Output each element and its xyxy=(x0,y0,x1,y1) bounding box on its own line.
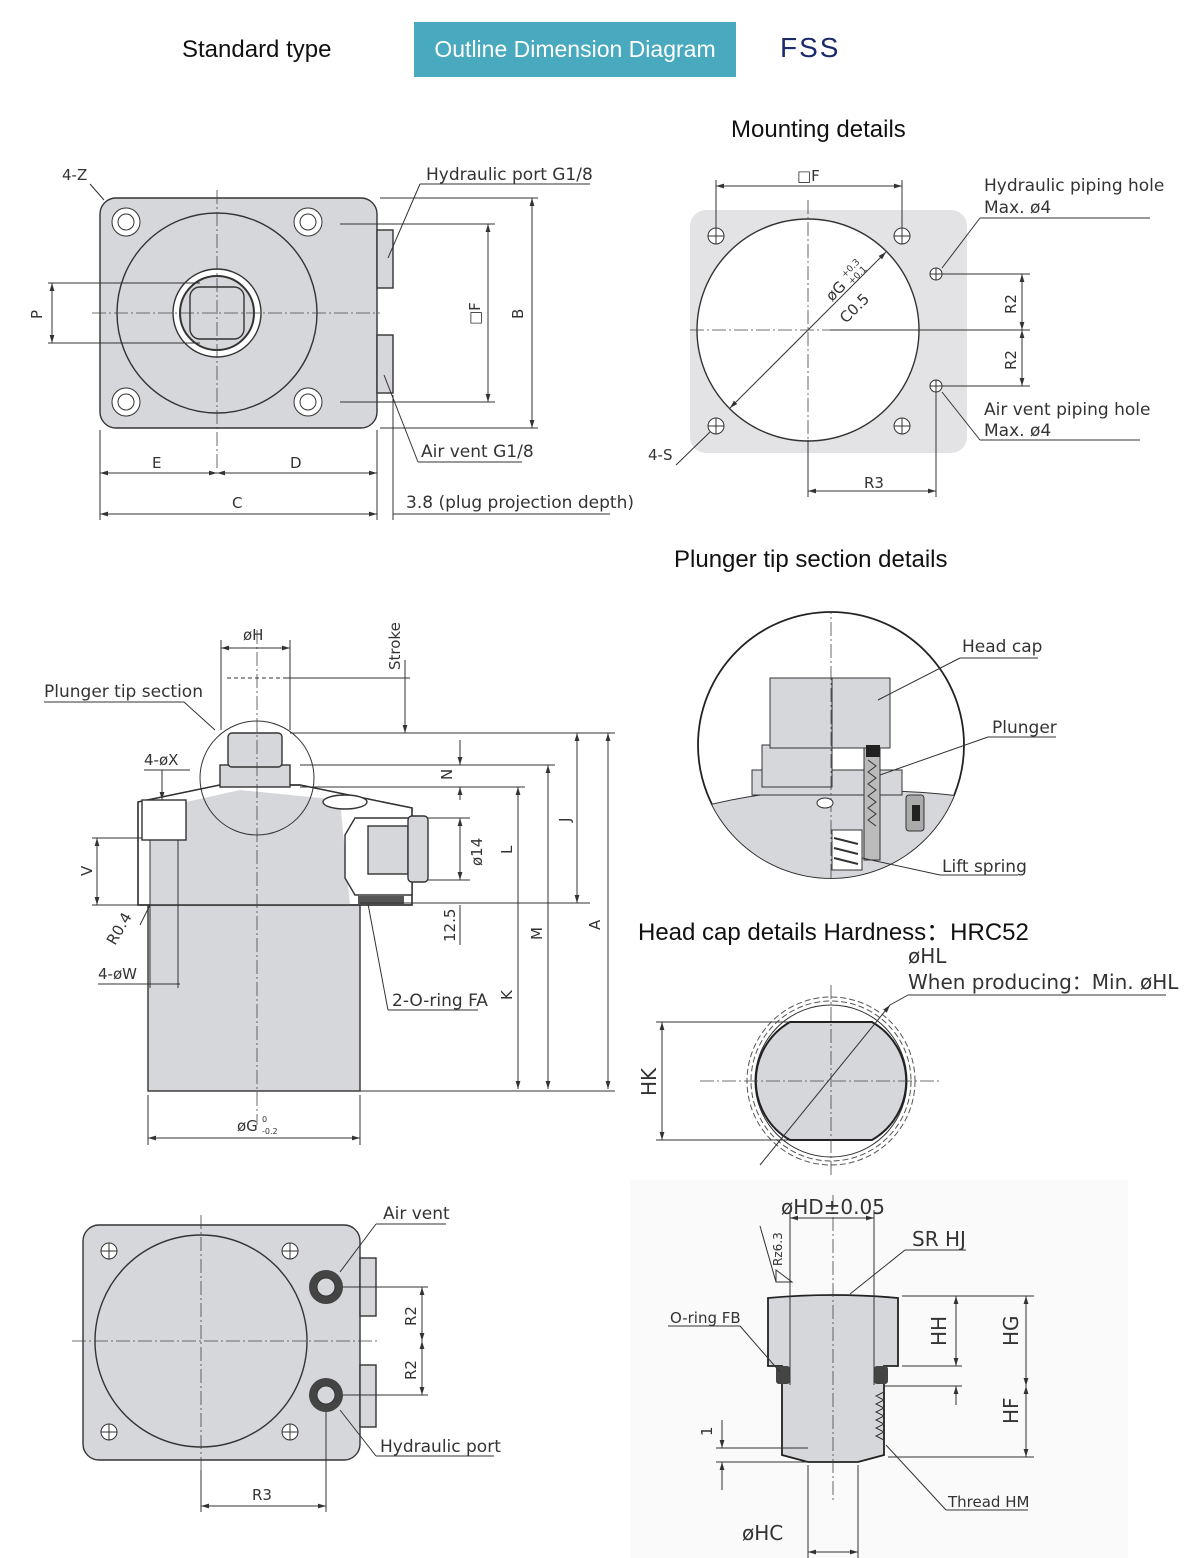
dim-d: D xyxy=(290,454,302,472)
label-sr-hj: SR HJ xyxy=(912,1227,966,1251)
dim-h: øH xyxy=(243,626,263,644)
dim-hh: HH xyxy=(927,1316,951,1346)
standard-type-label: Standard type xyxy=(182,36,332,63)
headcap-top-view: øHL When producing：Min. øHL HK xyxy=(637,944,1179,1175)
label-air-vent: Air vent xyxy=(383,1204,450,1224)
mount-hole xyxy=(111,387,141,417)
label-hydraulic-piping-max: Max. ø4 xyxy=(984,198,1051,218)
mount-hole xyxy=(100,1423,118,1441)
label-air-vent-piping-hole: Air vent piping hole xyxy=(984,400,1150,420)
label-hl: øHL xyxy=(908,944,947,968)
label-lift-spring: Lift spring xyxy=(942,857,1027,877)
label-2-o-ring-fa: 2-O-ring FA xyxy=(392,991,488,1011)
dim-mount-r3: R3 xyxy=(864,474,884,492)
dim-j: J xyxy=(556,818,574,823)
dim-n: N xyxy=(438,769,456,780)
mount-hole xyxy=(100,1242,118,1260)
piping-hole xyxy=(929,267,943,281)
dim-side-g: øG xyxy=(237,1117,258,1135)
plunger-tip-section-title: Plunger tip section details xyxy=(674,546,948,573)
label-plunger: Plunger xyxy=(992,718,1057,738)
dim-1: 1 xyxy=(698,1426,716,1436)
dim-v: V xyxy=(78,865,96,876)
dim-4-w: 4-øW xyxy=(98,965,137,983)
dim-b: B xyxy=(509,309,527,319)
dim-hd: øHD±0.05 xyxy=(781,1195,885,1219)
label-air-vent-piping-max: Max. ø4 xyxy=(984,421,1051,441)
dim-hc: øHC xyxy=(742,1521,783,1545)
label-air-vent-g18: Air vent G1/8 xyxy=(421,442,534,462)
headcap-section-view: øHD±0.05 Rz6.3 SR HJ O-ring FB HH HG HF … xyxy=(630,1180,1128,1558)
dim-p: P xyxy=(28,310,46,319)
mount-hole xyxy=(707,227,725,245)
dim-stroke: Stroke xyxy=(386,622,404,670)
mount-hole xyxy=(707,417,725,435)
dim-hf: HF xyxy=(999,1397,1023,1424)
label-hydraulic-port: Hydraulic port xyxy=(380,1437,501,1457)
dim-side-g-tol-top: 0 xyxy=(262,1115,267,1124)
dim-l: L xyxy=(498,845,516,854)
dim-f: □F xyxy=(466,302,484,325)
dim-c: C xyxy=(232,494,242,512)
label-when-producing: When producing：Min. øHL xyxy=(908,970,1179,994)
label-plug-depth: 3.8 (plug projection depth) xyxy=(406,493,634,513)
side-view: øH Stroke Plunger tip section 4-øX N J ø… xyxy=(44,622,615,1145)
dim-phi14: ø14 xyxy=(468,838,486,866)
dim-bottom-r2a: R2 xyxy=(402,1306,420,1326)
dim-mount-r2b: R2 xyxy=(1002,350,1020,370)
label-hydraulic-piping-hole: Hydraulic piping hole xyxy=(984,176,1164,196)
mount-hole xyxy=(281,1423,299,1441)
dim-m: M xyxy=(528,927,546,940)
bottom-view: Air vent Hydraulic port R2 R2 R3 xyxy=(72,1204,501,1512)
dim-side-g-tol-bot: -0.2 xyxy=(262,1127,278,1136)
hydraulic-port xyxy=(309,1378,343,1412)
label-rz63: Rz6.3 xyxy=(771,1232,785,1266)
mount-hole xyxy=(893,227,911,245)
label-head-cap: Head cap xyxy=(962,637,1042,657)
mount-hole xyxy=(281,1242,299,1260)
dim-12-5: 12.5 xyxy=(441,909,459,942)
air-vent-port xyxy=(309,1270,343,1304)
label-thread-hm: Thread HM xyxy=(947,1493,1029,1511)
dim-k: K xyxy=(498,989,516,1000)
head-cap-details-title: Head cap details Hardness：HRC52 xyxy=(638,919,1029,946)
mount-hole xyxy=(893,417,911,435)
tab-outline-dimension-diagram[interactable]: Outline Dimension Diagram xyxy=(414,22,736,77)
dim-e: E xyxy=(152,454,161,472)
dim-bottom-r3: R3 xyxy=(252,1486,272,1504)
mount-hole xyxy=(293,207,323,237)
dim-mount-f: □F xyxy=(797,167,820,185)
piping-hole xyxy=(929,379,943,393)
dim-a: A xyxy=(586,919,604,930)
dim-hk: HK xyxy=(637,1067,661,1096)
dim-bottom-r2b: R2 xyxy=(402,1360,420,1380)
mount-hole xyxy=(111,207,141,237)
plunger-detail: Head cap Plunger Lift spring xyxy=(697,611,1057,879)
label-4-z: 4-Z xyxy=(62,166,87,184)
dim-4-x: 4-øX xyxy=(144,751,178,769)
top-view: 4-Z Hydraulic port G1/8 Air vent G1/8 P … xyxy=(28,165,634,520)
dim-r04: R0.4 xyxy=(103,909,136,948)
label-4-s: 4-S xyxy=(648,446,672,464)
label-hydraulic-port-g18: Hydraulic port G1/8 xyxy=(426,165,593,185)
mounting-details: □F Hydraulic piping hole Max. ø4 Air ven… xyxy=(648,167,1164,497)
dim-mount-r2a: R2 xyxy=(1002,294,1020,314)
label-o-ring-fb: O-ring FB xyxy=(670,1309,741,1327)
model-code: FSS xyxy=(780,32,841,63)
mount-hole xyxy=(293,387,323,417)
mounting-details-title: Mounting details xyxy=(731,116,906,143)
label-plunger-tip-section: Plunger tip section xyxy=(44,682,203,702)
dim-hg: HG xyxy=(999,1315,1023,1346)
